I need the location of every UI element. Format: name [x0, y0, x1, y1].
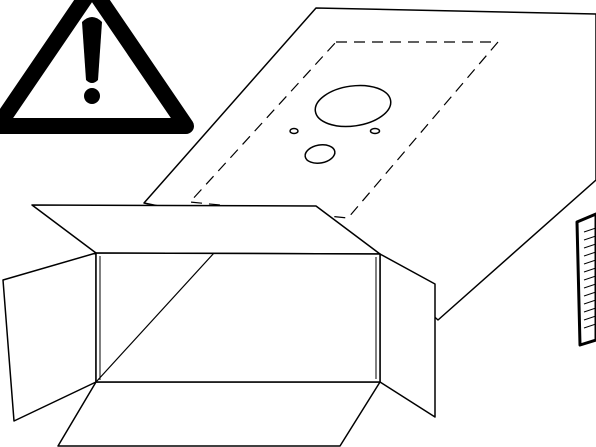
box-right-flap	[380, 254, 435, 417]
box-back-flap	[32, 205, 380, 254]
box-front-flap	[58, 382, 380, 446]
box-opening	[96, 253, 380, 382]
dust-bag-opening	[313, 81, 394, 131]
document-icon	[577, 214, 596, 345]
warning-exclamation-bar	[82, 17, 102, 83]
box-left-flap	[3, 253, 96, 421]
warning-triangle-icon	[0, 0, 186, 126]
dust-bag-dashed-area	[190, 42, 498, 218]
open-box	[3, 205, 435, 446]
dust-bag-hole-large	[304, 143, 337, 166]
warning-exclamation-dot	[84, 88, 100, 104]
dust-bag-hole-small	[290, 129, 298, 134]
dust-bag-hole-small	[371, 129, 380, 134]
